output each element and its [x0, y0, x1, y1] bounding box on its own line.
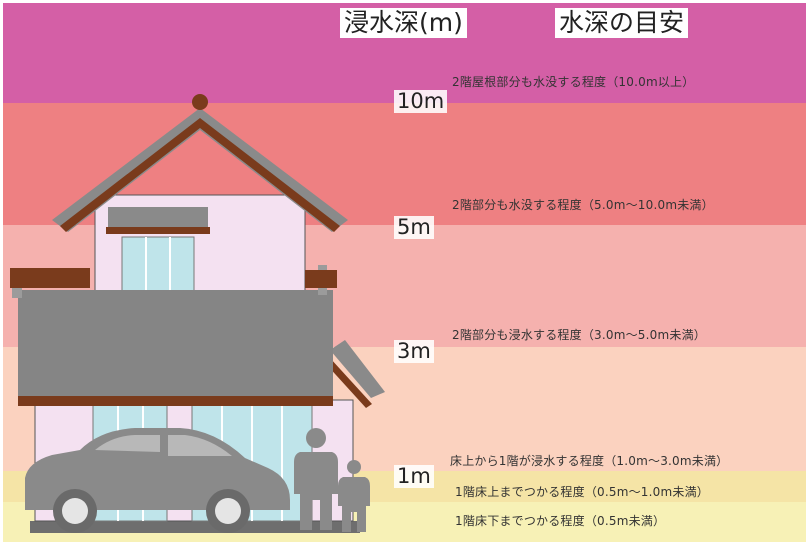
- description-5m-10m: 2階部分も水没する程度（5.0m～10.0m未満）: [452, 198, 714, 212]
- description-1m-3m: 床上から1階が浸水する程度（1.0m～3.0m未満）: [450, 454, 729, 468]
- description-10m-plus: 2階屋根部分も水没する程度（10.0m以上）: [452, 75, 695, 89]
- depth-heading: 浸水深(m): [340, 8, 467, 38]
- depth-label-3m: 3m: [394, 340, 434, 363]
- depth-label-1m: 1m: [394, 465, 434, 488]
- depth-label-5m: 5m: [394, 216, 434, 239]
- description-under-05m: 1階床下までつかる程度（0.5m未満）: [455, 514, 666, 528]
- guide-heading: 水深の目安: [555, 8, 689, 38]
- description-05m-1m: 1階床上までつかる程度（0.5m～1.0m未満）: [455, 485, 709, 499]
- depth-label-10m: 10m: [394, 90, 448, 113]
- description-3m-5m: 2階部分も浸水する程度（3.0m～5.0m未満）: [452, 328, 706, 342]
